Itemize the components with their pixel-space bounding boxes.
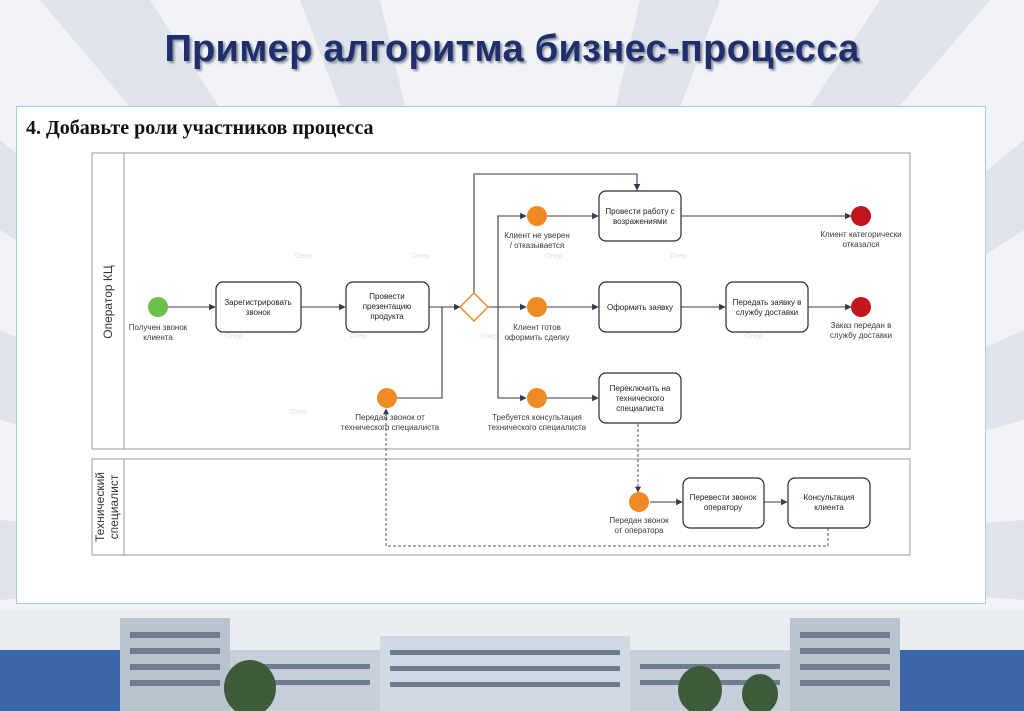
task-label: возражениями: [613, 217, 667, 226]
lane-label-tech-1: Технический: [93, 472, 107, 542]
start-event: [148, 297, 168, 317]
lane-operator: Оператор КЦ: [91, 152, 911, 450]
task-presentation: [345, 281, 430, 333]
event-label: / отказывается: [510, 241, 565, 250]
sequence-flows: [168, 173, 852, 506]
task-label: презентацию: [363, 302, 412, 311]
lane-tech: Технический специалист: [91, 458, 911, 556]
svg-text:Опер: Опер: [350, 333, 367, 340]
task-label: продукта: [370, 312, 404, 321]
task-label: Перевести звонок: [690, 493, 757, 502]
event-client-ready: [527, 297, 547, 317]
task-label: оператору: [704, 503, 742, 512]
event-label: Передан звонок от: [355, 413, 425, 422]
task-label: Переключить на: [610, 384, 671, 393]
task-label: звонок: [246, 308, 271, 317]
lane-label-tech-2: специалист: [107, 474, 121, 539]
event-label: технического специалиста: [488, 423, 587, 432]
exclusive-gateway: [458, 291, 490, 323]
end-event-delivered: [851, 297, 871, 317]
task-objections: [598, 190, 682, 242]
event-label: отказался: [842, 240, 879, 249]
event-call-from-operator: [629, 492, 649, 512]
campus-building-image: [0, 610, 1024, 711]
event-label: Клиент не уверен: [504, 231, 570, 240]
event-label: Заказ передан в: [831, 321, 892, 330]
event-label: клиента: [143, 333, 173, 342]
task-label: Оформить заявку: [607, 303, 673, 312]
ghost-watermarks: Опер Опер Опер Опер Опер Опер Опер Опер …: [225, 253, 762, 416]
task-label: Провести: [369, 292, 404, 301]
svg-text:Опер: Опер: [412, 253, 429, 260]
svg-text:Опер: Опер: [480, 333, 497, 340]
task-label: специалиста: [616, 404, 664, 413]
svg-text:Опер: Опер: [290, 409, 307, 416]
event-label: Клиент готов: [513, 323, 561, 332]
slide-title: Пример алгоритма бизнес-процесса: [164, 28, 860, 70]
event-label: Передан звонок: [609, 516, 669, 525]
end-event-refused: [851, 206, 871, 226]
event-call-from-tech: [377, 388, 397, 408]
task-label: клиента: [814, 503, 844, 512]
task-create-order: [598, 281, 682, 333]
task-label: Консультация: [804, 493, 855, 502]
task-send-delivery: [725, 281, 809, 333]
svg-text:Опер: Опер: [225, 333, 242, 340]
event-label: службу доставки: [830, 331, 892, 340]
task-switch-tech: [598, 372, 682, 424]
task-transfer-operator: [682, 477, 765, 529]
event-label: технического специалиста: [341, 423, 440, 432]
task-register-call: [215, 281, 302, 333]
svg-text:Опер: Опер: [545, 253, 562, 260]
task-label: технического: [616, 394, 665, 403]
task-label: Передать заявку в: [733, 298, 802, 307]
event-label: Требуется консультация: [492, 413, 582, 422]
message-flows: [383, 408, 829, 547]
lane-label-operator: Оператор КЦ: [101, 265, 115, 339]
event-consult-needed: [527, 388, 547, 408]
svg-text:Опер: Опер: [670, 253, 687, 260]
event-client-unsure: [527, 206, 547, 226]
task-label: Зарегистрировать: [224, 298, 291, 307]
event-label: Клиент категорически: [820, 230, 901, 239]
step-heading: 4. Добавьте роли участников процесса: [26, 117, 374, 139]
task-label: Провести работу с: [605, 207, 674, 216]
task-label: службу доставки: [736, 308, 798, 317]
event-label: от оператора: [614, 526, 664, 535]
event-label: Получен звонок: [129, 323, 188, 332]
svg-text:Опер: Опер: [295, 253, 312, 260]
svg-text:Опер: Опер: [745, 333, 762, 340]
event-label: оформить сделку: [504, 333, 569, 342]
task-consultation: [787, 477, 871, 529]
